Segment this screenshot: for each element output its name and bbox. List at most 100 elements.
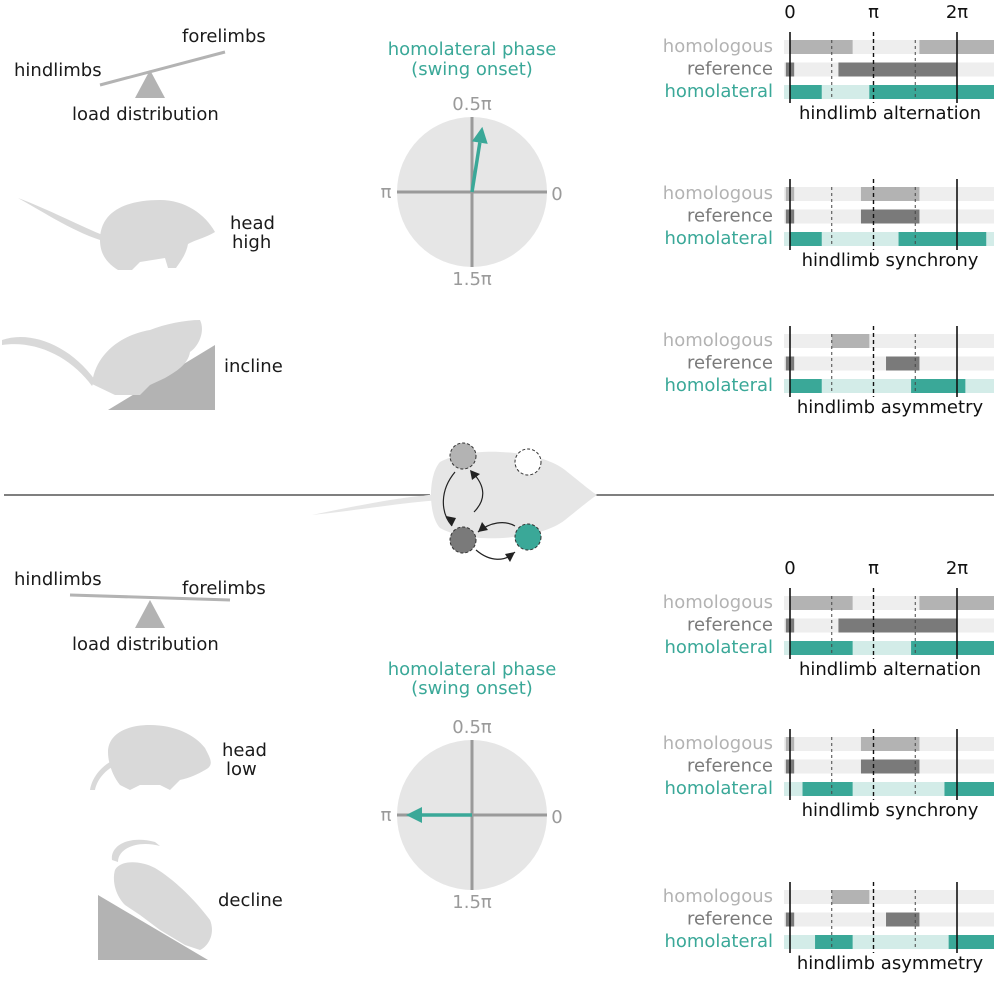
bottom-row-label: homolateral: [664, 778, 773, 799]
bottom-bar-background: [784, 890, 994, 904]
bottom-forelimbs-label: forelimbs: [182, 578, 266, 599]
top-phase-arrowhead: [471, 126, 488, 144]
bottom-row-label: homolateral: [664, 931, 773, 952]
top-polar-bottom-tick: 1.5π: [452, 269, 492, 290]
right-forelimb-marker: [514, 448, 542, 476]
right-hindlimb-marker: [514, 523, 542, 551]
bottom-tick-label: 0: [784, 558, 795, 579]
top-bar-segment: [831, 334, 870, 348]
top-row-label: homolateral: [664, 375, 773, 396]
bottom-polar-top-tick: 0.5π: [452, 717, 492, 738]
bottom-bar-segment: [815, 935, 853, 949]
top-bar-segment: [886, 356, 920, 371]
bottom-panel-caption: hindlimb alternation: [799, 659, 981, 680]
bottom-tick-label: π: [868, 558, 879, 579]
top-polar-top-tick: 0.5π: [452, 94, 492, 115]
top-row-label: homologous: [663, 330, 773, 351]
top-tick-label: π: [868, 2, 879, 23]
top-panel-caption: hindlimb alternation: [799, 103, 981, 124]
bottom-row-label: reference: [687, 615, 773, 636]
top-bar-segment: [790, 379, 822, 393]
bottom-polar-title-1: homolateral phase: [388, 659, 557, 680]
top-bar-segment: [860, 187, 920, 201]
top-polar-plot: homolateral phase (swing onset) 0.5π π 0…: [381, 39, 563, 290]
bottom-polar-plot: homolateral phase (swing onset) 0.5π π 0…: [381, 659, 563, 913]
bottom-bar-segment: [838, 618, 957, 633]
rat-decline-silhouette: [111, 839, 212, 950]
decline-wedge: [98, 895, 208, 960]
top-bar-segment: [911, 379, 966, 393]
bottom-bar-segment: [860, 759, 920, 774]
top-polar-right-tick: 0: [551, 184, 562, 205]
bottom-row-label: homologous: [663, 886, 773, 907]
rat-head-low-silhouette: [90, 725, 211, 790]
incline-label: incline: [224, 356, 283, 377]
bottom-bar-segment: [911, 641, 994, 655]
top-bar-segment: [860, 209, 920, 224]
top-polar-title-2: (swing onset): [411, 59, 533, 80]
left-hindlimb-marker: [449, 526, 477, 554]
top-bar-segment: [790, 40, 853, 54]
bottom-row-label: homologous: [663, 592, 773, 613]
bottom-row-label: homolateral: [664, 637, 773, 658]
top-bar-segment: [869, 85, 994, 99]
top-forelimbs-label: forelimbs: [182, 26, 266, 47]
bottom-bar-segment: [802, 782, 853, 796]
top-row-label: homolateral: [664, 228, 773, 249]
bottom-load-label: load distribution: [72, 634, 219, 655]
bottom-polar-title-2: (swing onset): [411, 678, 533, 699]
mouse-top-view: [312, 442, 597, 562]
top-row-label: homolateral: [664, 81, 773, 102]
top-phase-arrow: [470, 142, 482, 193]
bottom-bar-segment: [886, 912, 920, 927]
top-row-label: reference: [687, 59, 773, 80]
incline-group: incline: [2, 320, 283, 410]
top-bar-background: [784, 334, 994, 348]
top-row-label: reference: [687, 353, 773, 374]
bottom-bar-segment: [831, 890, 870, 904]
bottom-bar-segment: [948, 935, 994, 949]
head-low-label-1: head: [222, 740, 267, 761]
top-tick-label: 2π: [946, 2, 968, 23]
top-hindlimbs-label: hindlimbs: [14, 60, 102, 81]
decline-group: decline: [98, 839, 283, 960]
bottom-panel-caption: hindlimb synchrony: [802, 800, 979, 821]
top-row-label: homologous: [663, 183, 773, 204]
top-polar-title-1: homolateral phase: [388, 39, 557, 60]
bottom-hindlimbs-label: hindlimbs: [14, 569, 102, 590]
bottom-row-label: reference: [687, 909, 773, 930]
bottom-bar-segment: [790, 641, 853, 655]
bottom-seesaw: hindlimbs forelimbs load distribution: [14, 569, 266, 655]
bottom-polar-right-tick: 0: [551, 807, 562, 828]
top-bar-segment: [790, 232, 822, 246]
top-panel-caption: hindlimb asymmetry: [797, 397, 984, 418]
bottom-polar-bottom-tick: 1.5π: [452, 892, 492, 913]
bottom-bar-segment: [860, 737, 920, 751]
bottom-tick-label: 2π: [946, 558, 968, 579]
bottom-phase-arrowhead: [406, 807, 422, 823]
rat-head-high-silhouette: [18, 198, 215, 270]
top-panel-caption: hindlimb synchrony: [802, 250, 979, 271]
bottom-bar-segment: [790, 596, 853, 610]
rat-incline-silhouette: [2, 320, 202, 395]
top-bar-segment: [838, 62, 957, 77]
head-high-label-2: high: [232, 232, 271, 253]
top-bar-segment: [790, 85, 822, 99]
top-row-label: homologous: [663, 36, 773, 57]
bottom-bar-segment: [944, 782, 994, 796]
decline-label: decline: [218, 890, 283, 911]
left-forelimb-marker: [449, 442, 477, 470]
top-seesaw: hindlimbs forelimbs load distribution: [14, 26, 266, 125]
bottom-row-label: reference: [687, 756, 773, 777]
top-tick-label: 0: [784, 2, 795, 23]
top-load-label: load distribution: [72, 104, 219, 125]
top-bar-segment: [898, 232, 987, 246]
